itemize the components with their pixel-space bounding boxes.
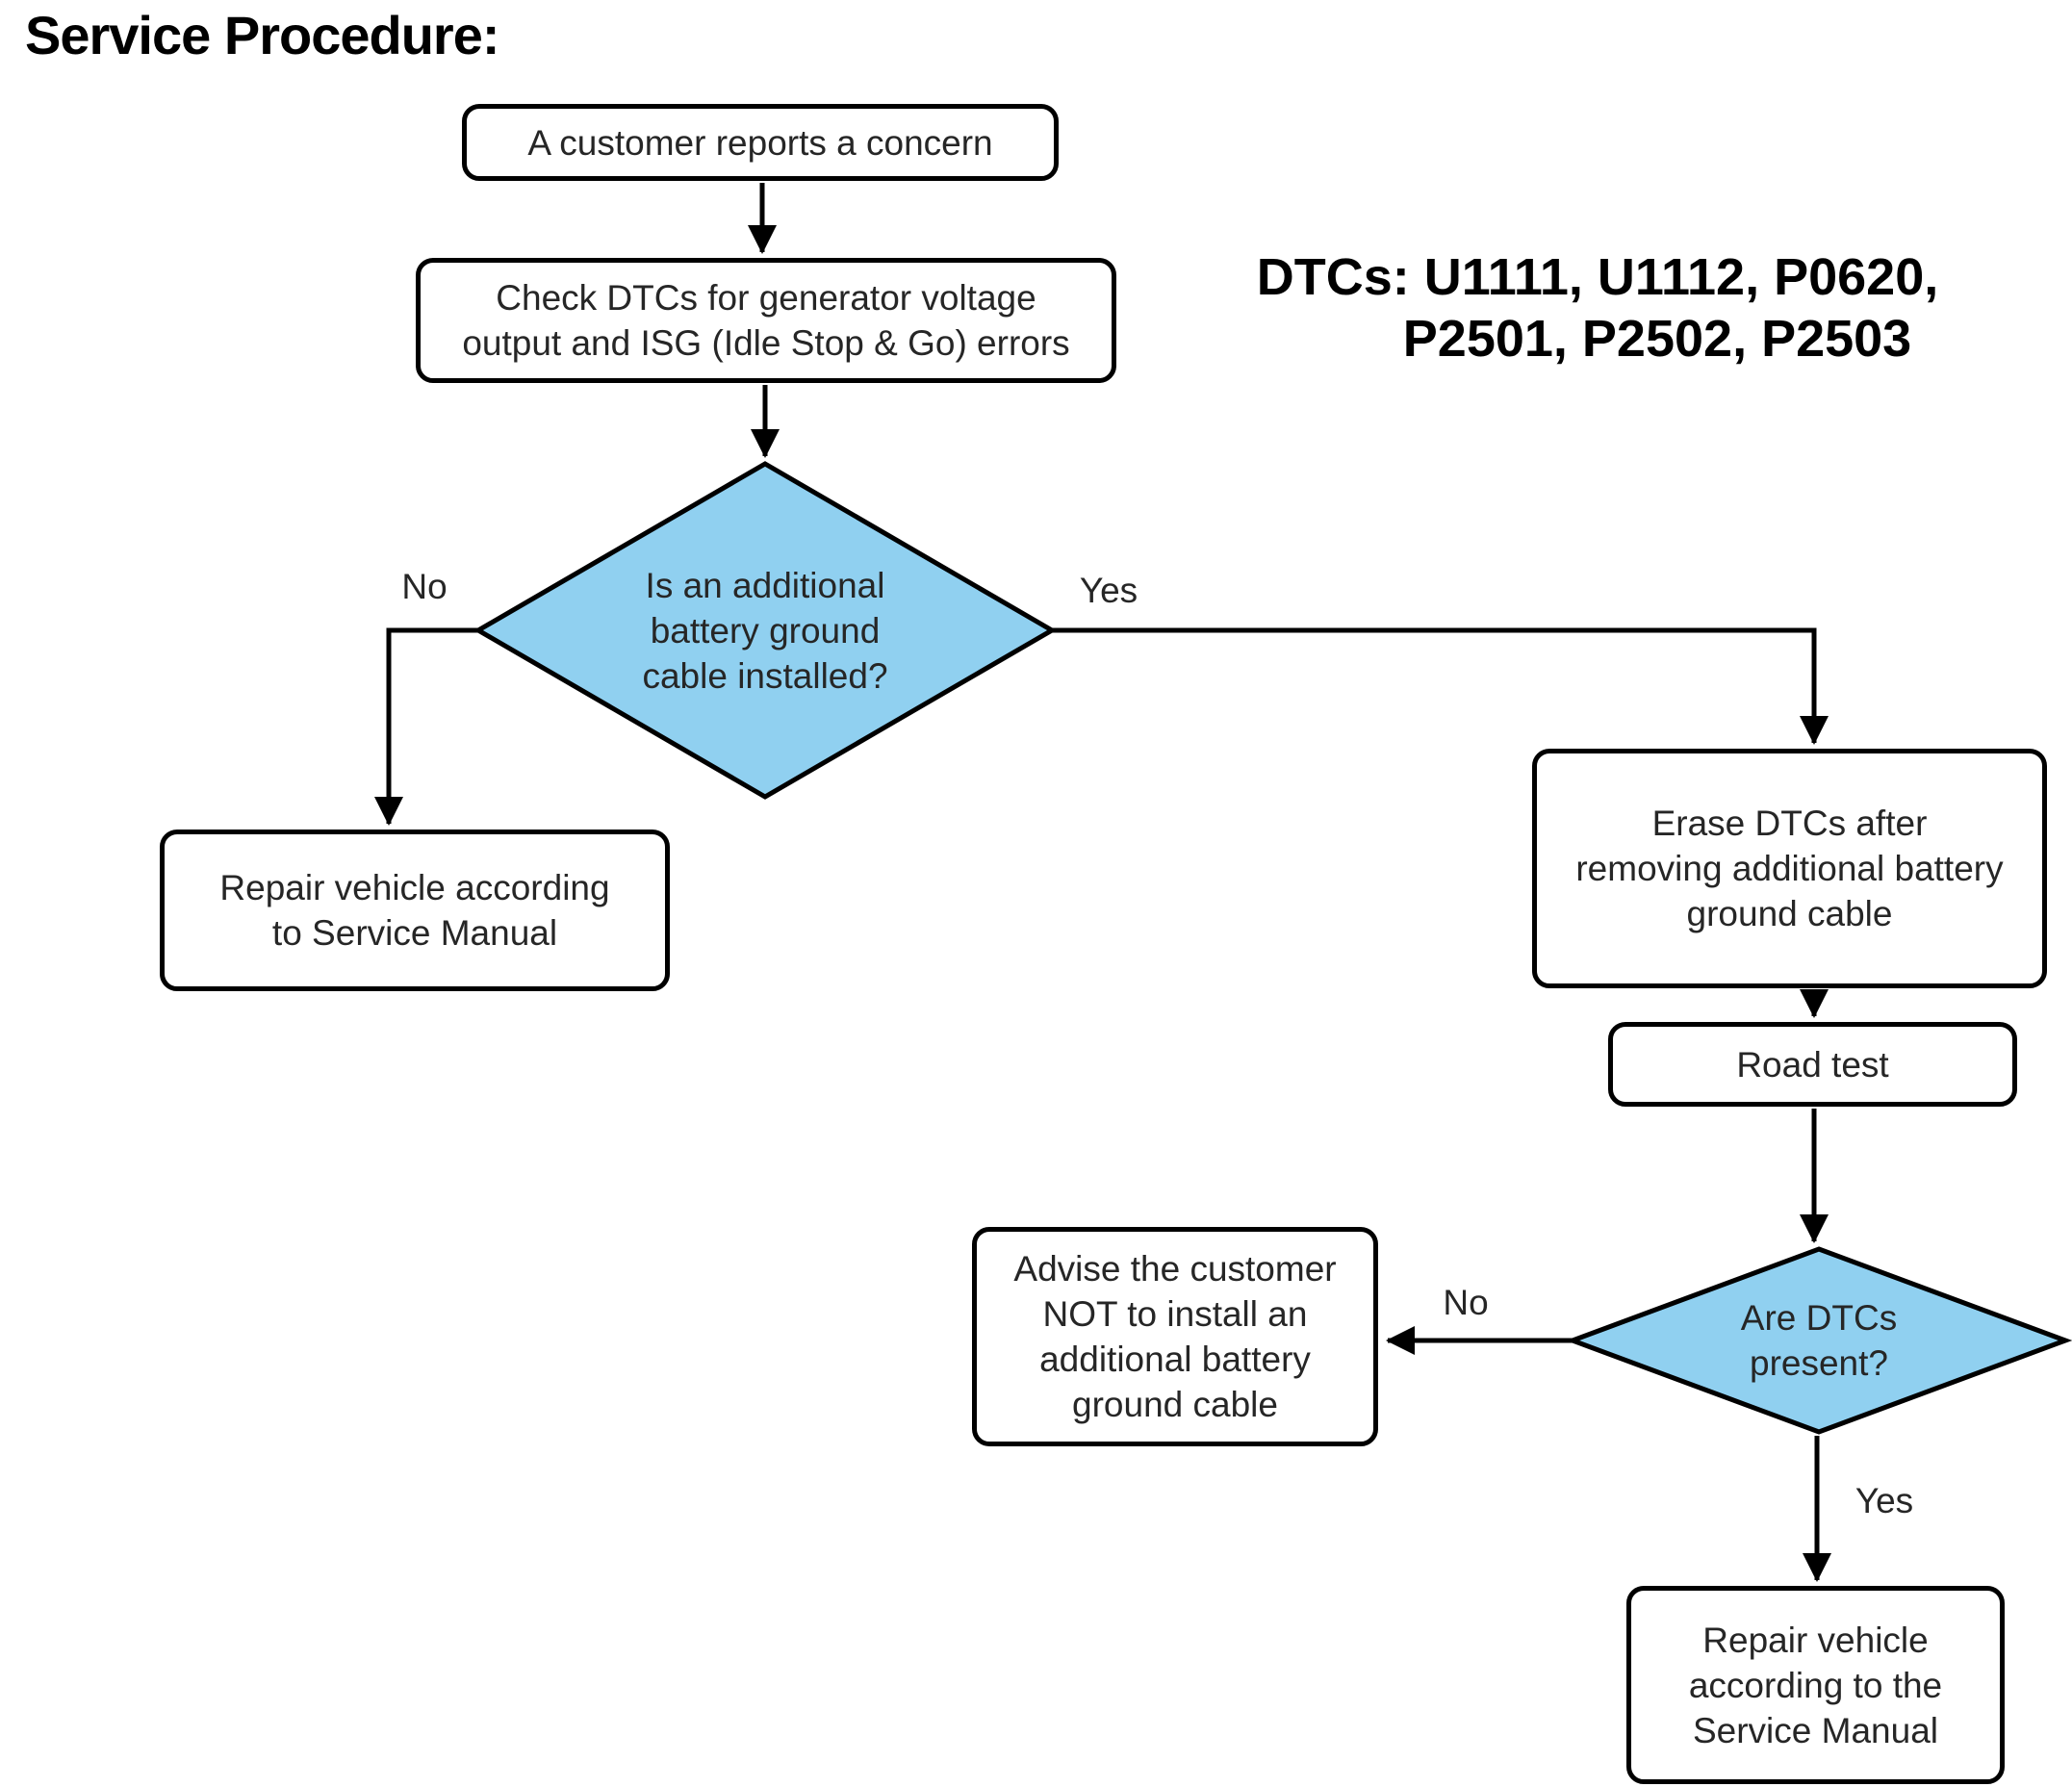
edge-decision-yes-to-erase — [1052, 627, 1829, 746]
node-repair-service-manual-line-1: Repair vehicle according — [219, 868, 610, 907]
decision-diamond-dtcs-present — [1565, 1246, 2072, 1435]
node-advise-customer-line-4: ground cable — [1072, 1385, 1278, 1424]
edge-label-dtcs-yes: Yes — [1855, 1481, 1914, 1520]
edge-label-cable-no: No — [401, 567, 448, 606]
node-repair-service-manual-line-2: to Service Manual — [271, 913, 558, 953]
node-check-dtcs-line-1: Check DTCs for generator voltage — [496, 278, 1036, 318]
node-repair-service-manual-2-line-2: according to the — [1688, 1665, 1943, 1705]
node-check-dtcs: Check DTCs for generator voltage output … — [416, 258, 1116, 383]
page-title: Service Procedure: — [25, 5, 499, 65]
node-erase-dtcs-line-2: removing additional battery — [1575, 849, 2004, 888]
node-check-dtcs-line-2: output and ISG (Idle Stop & Go) errors — [462, 323, 1070, 363]
node-advise-customer-line-1: Advise the customer — [1013, 1249, 1337, 1289]
node-erase-dtcs-line-3: ground cable — [1686, 894, 1893, 933]
node-repair-service-manual-2-line-3: Service Manual — [1692, 1710, 1938, 1750]
edge-decision-no-to-repair — [374, 627, 478, 827]
node-advise-customer-line-2: NOT to install an — [1042, 1294, 1308, 1334]
node-repair-service-manual-2-line-1: Repair vehicle — [1702, 1620, 1929, 1660]
node-road-test: Road test — [1608, 1022, 2017, 1107]
node-repair-service-manual-2: Repair vehicle according to the Service … — [1626, 1586, 2005, 1784]
node-erase-dtcs-line-1: Erase DTCs after — [1651, 804, 1928, 843]
edge-label-cable-yes: Yes — [1079, 571, 1138, 610]
decision-diamond-cable-installed — [473, 461, 1057, 800]
node-erase-dtcs: Erase DTCs after removing additional bat… — [1532, 749, 2047, 988]
node-customer-concern: A customer reports a concern — [462, 104, 1059, 181]
dtc-codes-line-2: P2501, P2502, P2503 — [1402, 310, 1912, 368]
node-repair-service-manual: Repair vehicle according to Service Manu… — [160, 830, 670, 991]
dtc-codes-note: DTCs: U1111, U1112, P0620, P2501, P2502,… — [1198, 246, 1997, 370]
node-customer-concern-text: A customer reports a concern — [527, 122, 993, 163]
node-advise-customer: Advise the customer NOT to install an ad… — [972, 1227, 1378, 1446]
dtc-codes-line-1: DTCs: U1111, U1112, P0620, — [1256, 248, 1939, 306]
node-advise-customer-line-3: additional battery — [1039, 1340, 1311, 1379]
edge-label-dtcs-no: No — [1443, 1283, 1489, 1322]
node-road-test-text: Road test — [1736, 1044, 1889, 1085]
